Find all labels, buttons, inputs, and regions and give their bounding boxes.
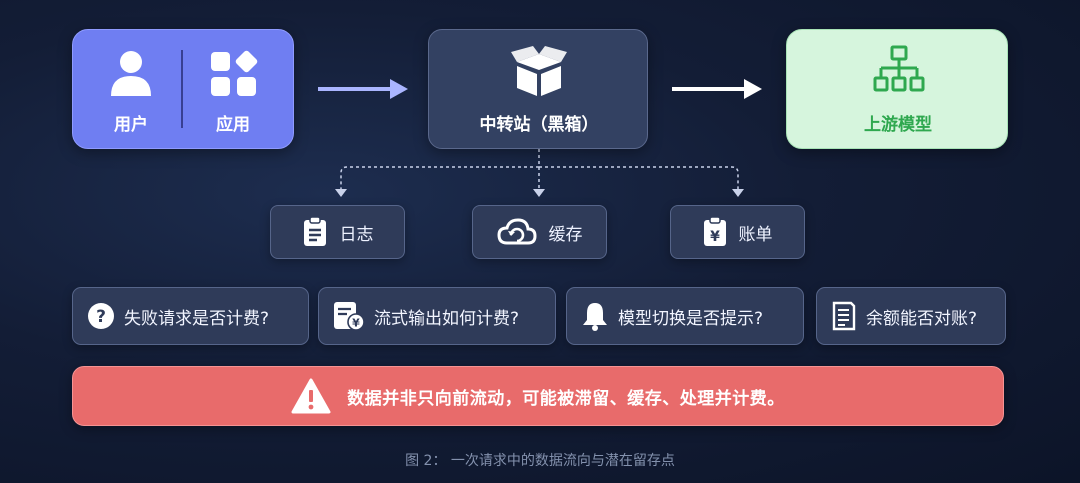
bell-icon	[583, 303, 607, 331]
figure-caption: 图 2： 一次请求中的数据流向与潜在留存点	[405, 453, 675, 469]
arrow-user-to-relay	[318, 79, 408, 99]
relay-box: 中转站（黑箱）	[428, 29, 648, 149]
clipboard-list-icon	[303, 217, 326, 246]
bill-label: 账单	[738, 224, 773, 245]
relay-label: 中转站（黑箱）	[479, 115, 599, 135]
user-app-box: 用户 应用	[72, 29, 294, 149]
hierarchy-icon	[873, 45, 925, 92]
svg-text:¥: ¥	[352, 317, 360, 330]
bill-node: ¥ 账单	[670, 205, 805, 259]
document-lines-icon	[832, 301, 856, 331]
question-model-switch: 模型切换是否提示?	[566, 287, 804, 345]
question-circle-icon: ?	[88, 303, 114, 329]
warning-banner: 数据并非只向前流动，可能被滞留、缓存、处理并计费。	[72, 366, 1004, 426]
cache-node: 缓存	[472, 205, 607, 259]
upstream-label: 上游模型	[864, 115, 932, 135]
cloud-sync-icon	[496, 218, 537, 245]
app-label: 应用	[216, 115, 250, 135]
question-streaming-billing: ¥ 流式输出如何计费?	[318, 287, 556, 345]
user-icon	[111, 51, 151, 96]
question-3-label: 模型切换是否提示?	[618, 308, 764, 329]
arrow-relay-to-upstream	[672, 79, 762, 99]
cache-label: 缓存	[548, 224, 583, 245]
svg-text:¥: ¥	[710, 229, 720, 245]
app-grid-icon	[211, 50, 258, 96]
question-balance-reconcile: 余额能否对账?	[816, 287, 1006, 345]
question-4-label: 余额能否对账?	[866, 308, 978, 329]
warning-text: 数据并非只向前流动，可能被滞留、缓存、处理并计费。	[347, 388, 785, 409]
question-1-label: 失败请求是否计费?	[124, 308, 270, 329]
bill-yen-icon: ¥	[703, 217, 726, 246]
user-app-divider	[181, 50, 183, 128]
question-2-label: 流式输出如何计费?	[374, 308, 520, 329]
svg-text:?: ?	[96, 307, 106, 327]
question-failed-request: ? 失败请求是否计费?	[72, 287, 309, 345]
log-node: 日志	[270, 205, 405, 259]
dotted-branches	[340, 149, 739, 192]
receipt-yen-icon: ¥	[334, 302, 365, 331]
log-label: 日志	[339, 224, 374, 245]
warning-triangle-icon	[291, 378, 331, 414]
upstream-model-box: 上游模型	[786, 29, 1008, 149]
user-label: 用户	[114, 115, 148, 135]
box-icon	[511, 46, 567, 96]
